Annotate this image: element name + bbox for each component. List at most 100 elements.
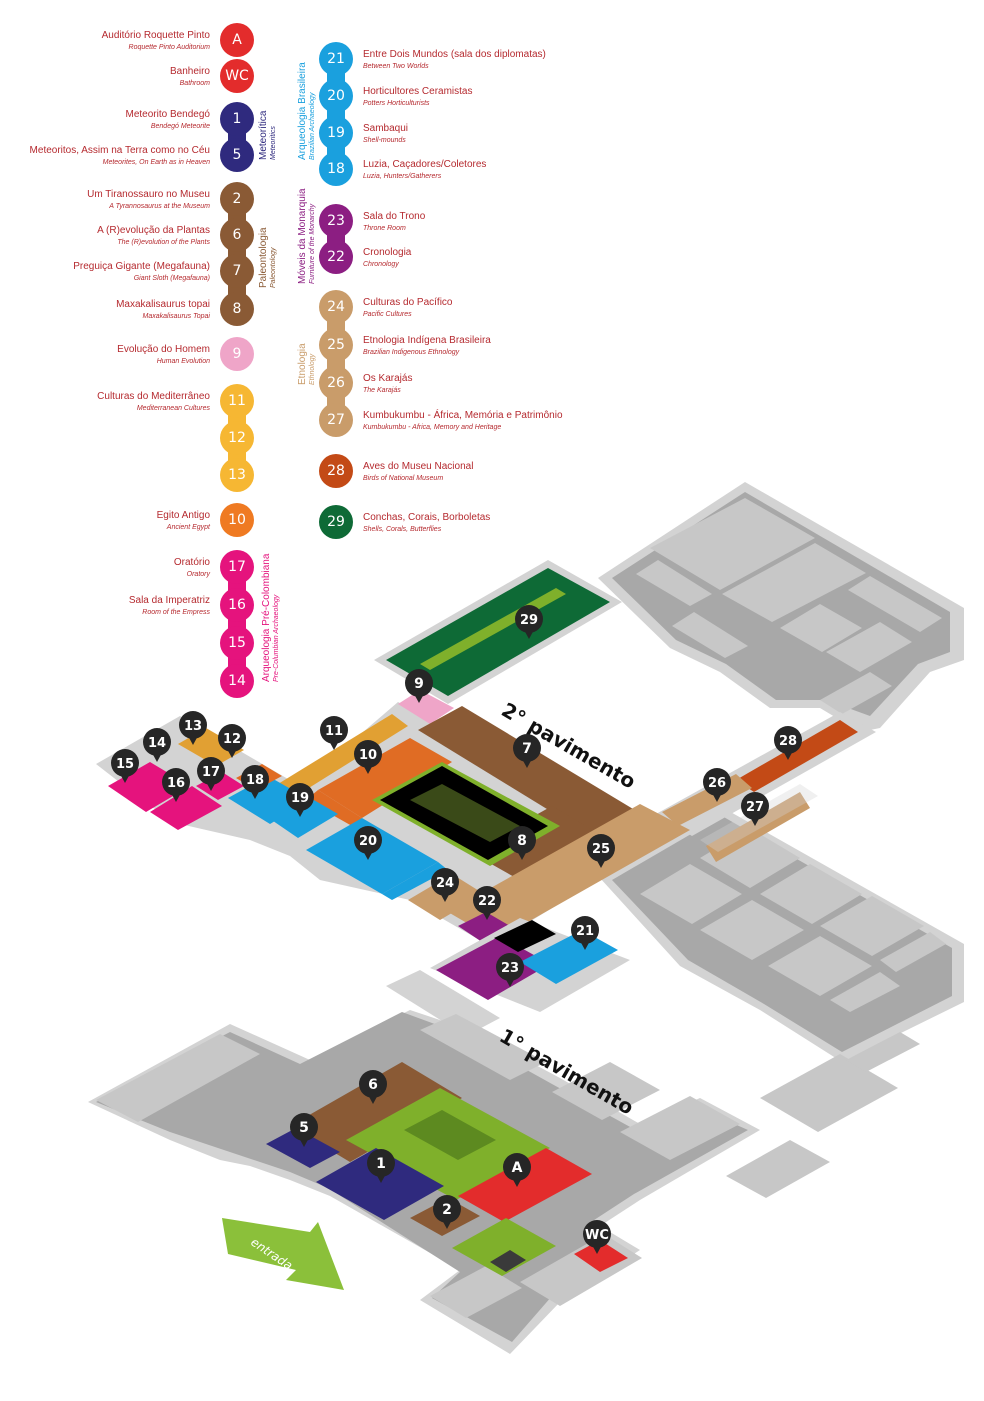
map-marker-15[interactable]: 15 <box>111 749 139 783</box>
map-marker-29[interactable]: 29 <box>515 605 543 639</box>
legend-label-en: Mediterranean Cultures <box>136 405 210 412</box>
map-marker-26[interactable]: 26 <box>703 768 731 802</box>
map-marker-5[interactable]: 5 <box>290 1113 318 1147</box>
legend-marker-9: 9 <box>220 337 254 371</box>
legend-label-pt: Entre Dois Mundos (sala dos diplomatas) <box>363 49 546 60</box>
group-label-pt: Etnologia <box>297 343 308 385</box>
map-marker-27[interactable]: 27 <box>741 792 769 826</box>
map-marker-19[interactable]: 19 <box>286 783 314 817</box>
legend-marker-27: 27 <box>319 403 353 437</box>
legend-marker-26: 26 <box>319 366 353 400</box>
legend-marker-18: 18 <box>319 152 353 186</box>
legend-label-pt: Meteoritos, Assim na Terra como no Céu <box>29 145 210 156</box>
group-label-en: Brazilian Archaeology <box>309 92 316 160</box>
group-label-pt: Arqueologia Pré-Colombiana <box>261 553 272 682</box>
map-marker-a[interactable]: A <box>503 1153 531 1187</box>
legend-label-en: Shell-mounds <box>363 137 406 144</box>
legend-marker-29: 29 <box>319 505 353 539</box>
legend-label-pt: Evolução do Homem <box>117 344 210 355</box>
legend-label-en: Roquette Pinto Auditorium <box>128 44 210 51</box>
legend-label-en: Between Two Worlds <box>363 63 429 70</box>
map-marker-23[interactable]: 23 <box>496 953 524 987</box>
map-marker-2[interactable]: 2 <box>433 1195 461 1229</box>
map-marker-21[interactable]: 21 <box>571 916 599 950</box>
legend-label-pt: Egito Antigo <box>156 510 210 521</box>
map-marker-13[interactable]: 13 <box>179 711 207 745</box>
map-marker-label: 29 <box>520 613 538 628</box>
legend-label-en: Potters Horticulturists <box>363 100 430 107</box>
legend-label-en: Meteorites, On Earth as in Heaven <box>102 159 210 166</box>
map-marker-9[interactable]: 9 <box>405 669 433 703</box>
map-marker-label: 11 <box>325 724 343 739</box>
legend-label-pt: Um Tiranossauro no Museu <box>87 189 210 200</box>
legend-marker-5: 5 <box>220 138 254 172</box>
legend-label-en: Maxakalisaurus Topai <box>142 313 210 320</box>
map-marker-16[interactable]: 16 <box>162 768 190 802</box>
map-marker-28[interactable]: 28 <box>774 726 802 760</box>
map-marker-label: 13 <box>184 719 202 734</box>
map-marker-18[interactable]: 18 <box>241 765 269 799</box>
map-marker-wc[interactable]: WC <box>583 1220 611 1254</box>
legend-marker-12: 12 <box>220 421 254 455</box>
map-marker-22[interactable]: 22 <box>473 886 501 920</box>
legend-label-pt: A (R)evolução da Plantas <box>97 225 210 236</box>
map-marker-8[interactable]: 8 <box>508 826 536 860</box>
map-marker-1[interactable]: 1 <box>367 1149 395 1183</box>
legend-label-7: Preguiça Gigante (Megafauna)Giant Sloth … <box>73 261 210 284</box>
map-marker-20[interactable]: 20 <box>354 826 382 860</box>
map-marker-7[interactable]: 7 <box>513 734 541 768</box>
legend-marker-21: 21 <box>319 42 353 76</box>
legend-label-en: Ancient Egypt <box>166 524 210 531</box>
legend-label-en: Bathroom <box>179 80 210 87</box>
map-marker-label: 23 <box>501 961 519 976</box>
map-marker-17[interactable]: 17 <box>197 757 225 791</box>
legend-label-pt: Maxakalisaurus topai <box>116 299 210 310</box>
legend-marker-wc: WC <box>220 59 254 93</box>
map-marker-6[interactable]: 6 <box>359 1070 387 1104</box>
legend-marker-8: 8 <box>220 292 254 326</box>
legend-label-en: The (R)evolution of the Plants <box>117 239 210 246</box>
legend-label-en: Giant Sloth (Megafauna) <box>133 275 210 282</box>
legend-label-pt: Banheiro <box>169 66 210 77</box>
legend-marker-24: 24 <box>319 290 353 324</box>
legend-marker-2: 2 <box>220 182 254 216</box>
map-marker-25[interactable]: 25 <box>587 834 615 868</box>
map-marker-10[interactable]: 10 <box>354 740 382 774</box>
map-marker-label: 9 <box>414 676 424 692</box>
legend-label-21: Entre Dois Mundos (sala dos diplomatas) B… <box>363 49 546 72</box>
legend-marker-22: 22 <box>319 240 353 274</box>
map-marker-label: 16 <box>167 776 185 791</box>
map-marker-14[interactable]: 14 <box>143 728 171 762</box>
group-label-en: Paleontology <box>270 247 277 288</box>
legend-marker-23: 23 <box>319 204 353 238</box>
map-marker-label: 2 <box>442 1202 452 1218</box>
map-marker-label: 17 <box>202 765 220 780</box>
legend-marker-15: 15 <box>220 626 254 660</box>
legend-label-pt: Kumbukumbu - África, Memória e Patrimôni… <box>363 410 563 421</box>
map-marker-label: 14 <box>148 736 166 751</box>
map-marker-12[interactable]: 12 <box>218 724 246 758</box>
map-marker-11[interactable]: 11 <box>320 716 348 750</box>
map-marker-label: 18 <box>246 773 264 788</box>
legend-label-pt: Os Karajás <box>363 373 413 384</box>
map-marker-24[interactable]: 24 <box>431 868 459 902</box>
map-marker-label: 15 <box>116 757 134 772</box>
legend-label-pt: Sala do Trono <box>363 211 426 222</box>
legend-marker-1: 1 <box>220 102 254 136</box>
group-label-en: Pre-Columbian Archaeology <box>273 594 280 682</box>
legend-label-pt: Meteorito Bendegó <box>125 109 210 120</box>
